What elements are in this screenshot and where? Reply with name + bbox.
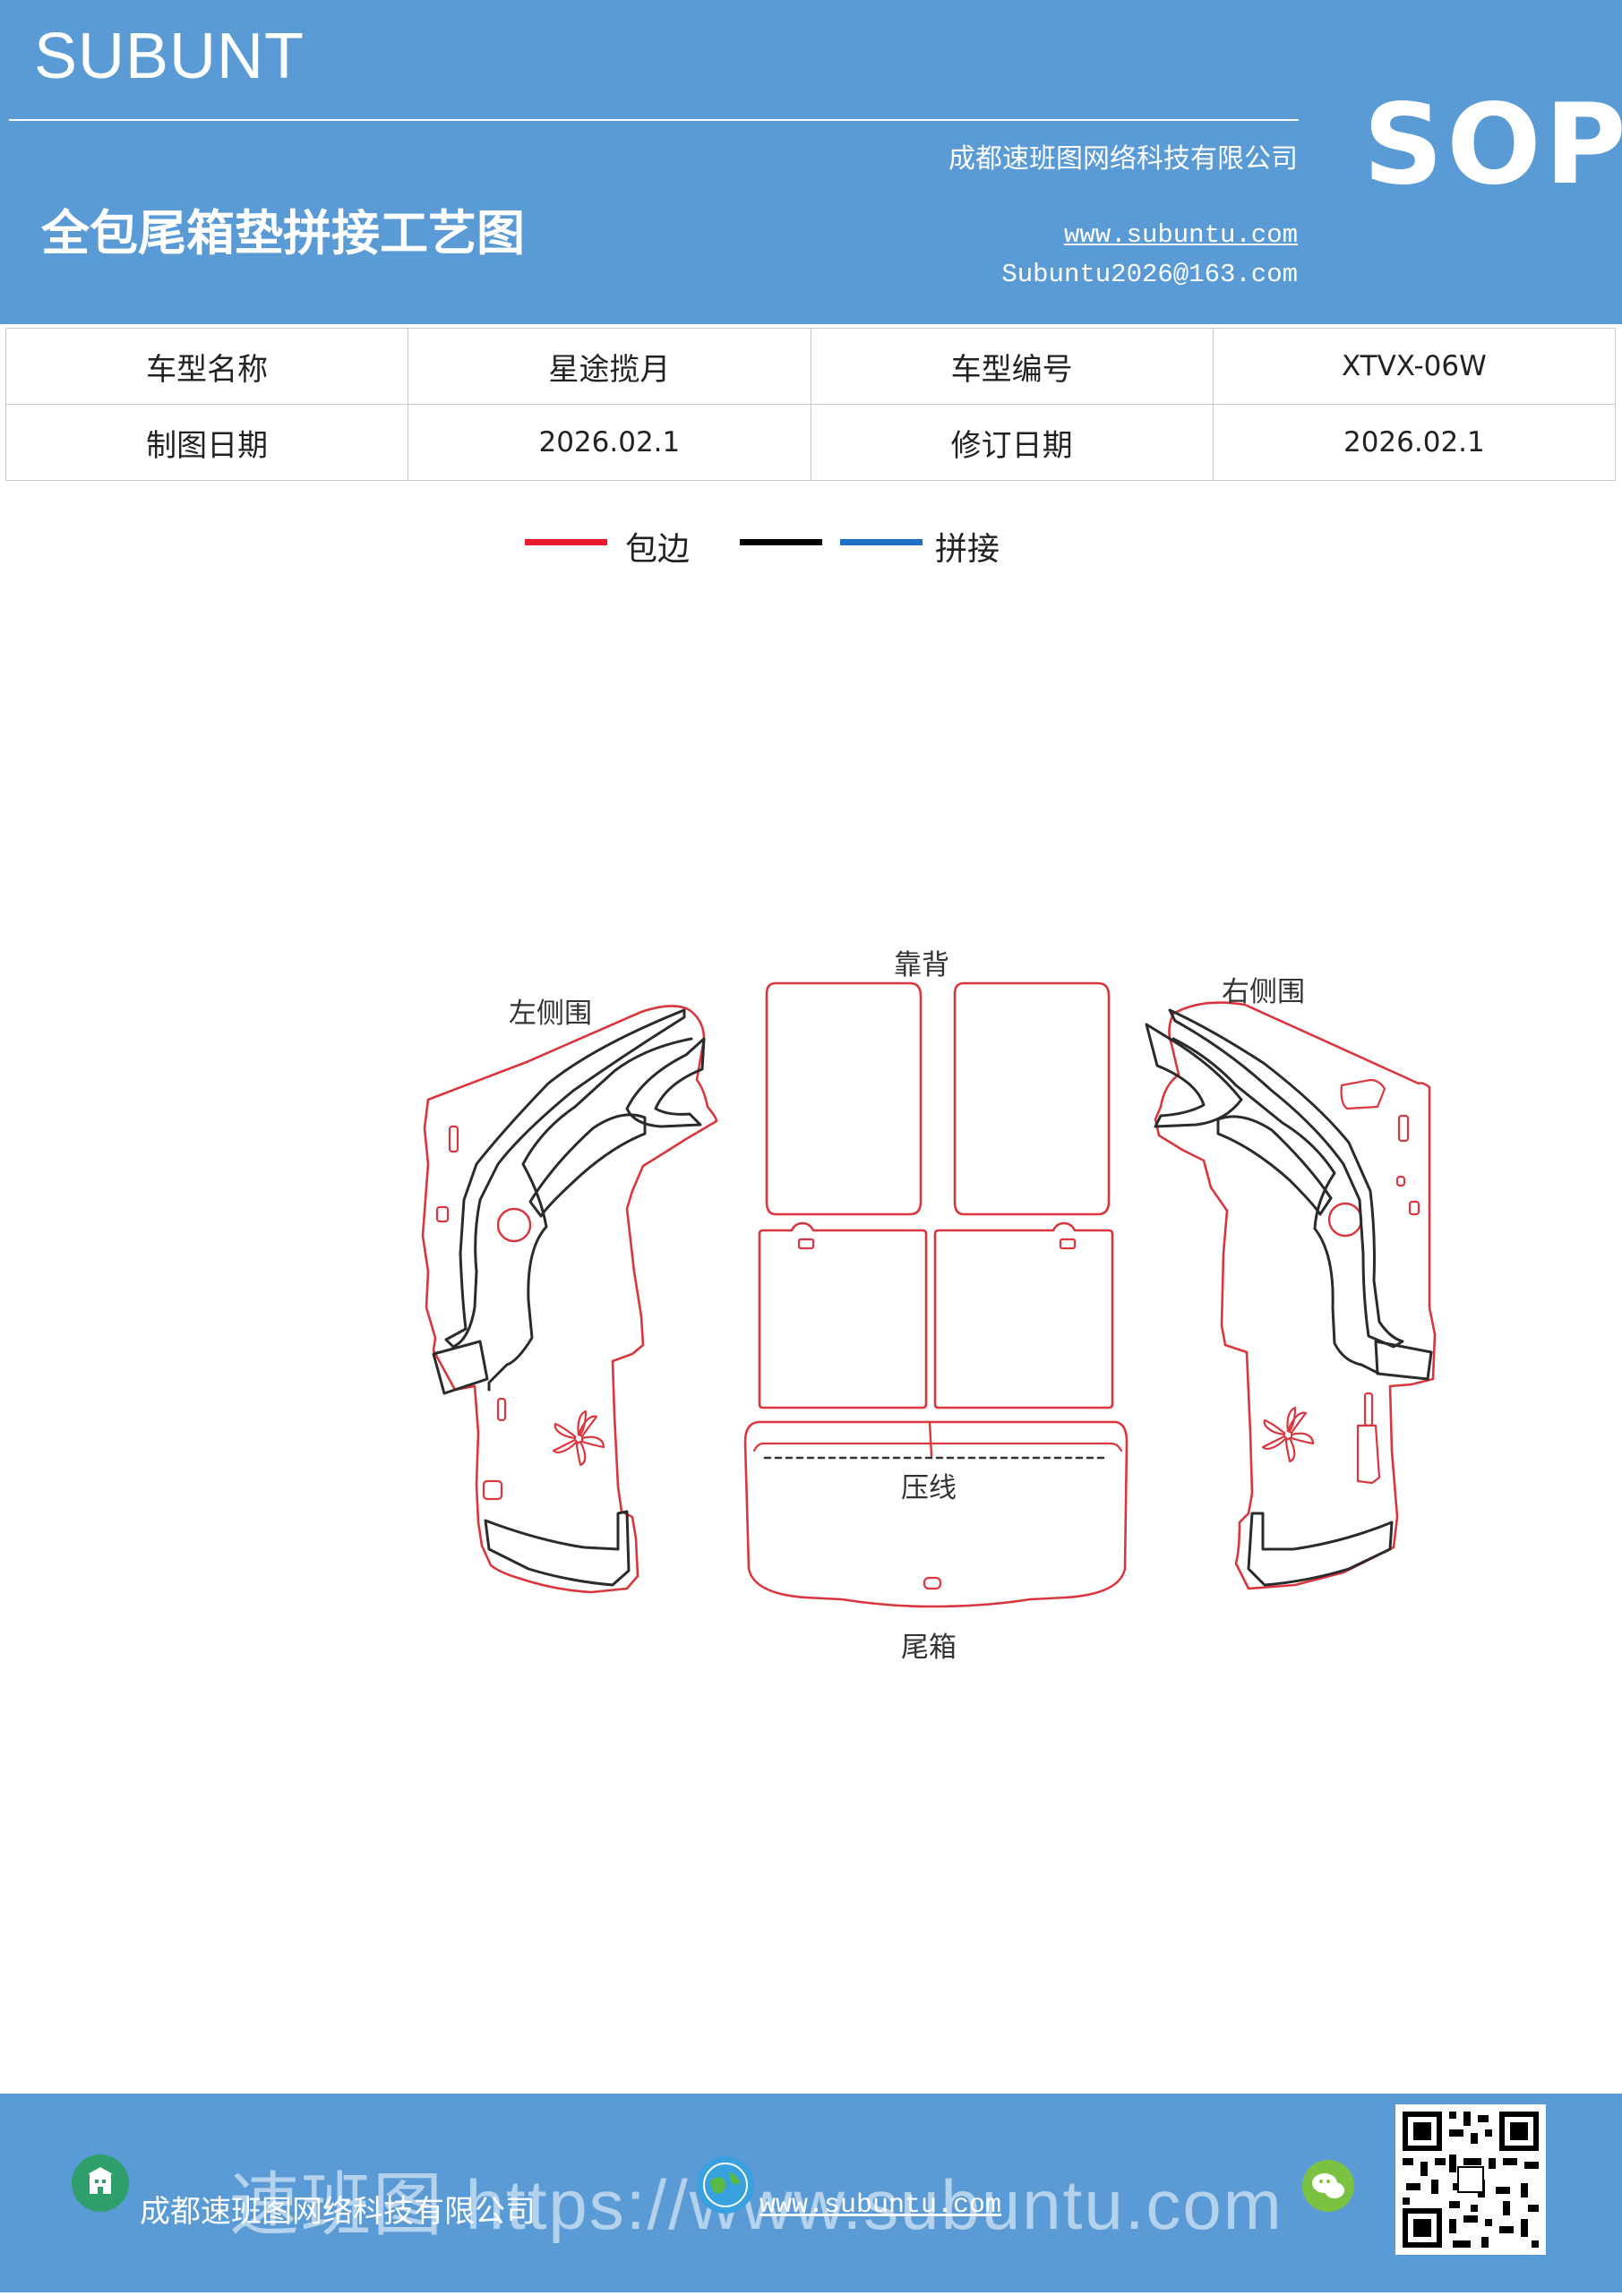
left-side-panel — [421, 1005, 718, 1594]
model-name-value: 星途揽月 — [408, 328, 811, 405]
backrest-panel-left — [765, 981, 923, 1216]
sop-badge: SOP — [1363, 81, 1622, 210]
header-company-name: 成都速班图网络科技有限公司 — [948, 143, 1298, 175]
legend-swatch-edge — [525, 539, 607, 545]
footer-website-link[interactable]: www.subuntu.com — [760, 2190, 1002, 2221]
backrest-panel-right — [953, 981, 1111, 1216]
model-name-label: 车型名称 — [4, 328, 409, 405]
wechat-icon — [1302, 2160, 1354, 2212]
legend-label-seam: 拼接 — [935, 531, 1000, 568]
left-vent-icon — [552, 1409, 605, 1467]
header-divider — [9, 119, 1299, 121]
label-left-side: 左侧围 — [509, 998, 592, 1030]
header-website-link[interactable]: www.subuntu.com — [1063, 220, 1298, 250]
model-code-value: XTVX-06W — [1212, 328, 1617, 405]
table-row: 制图日期 2026.02.1 修订日期 2026.02.1 — [4, 404, 1617, 481]
legend-swatch-seam-blue — [840, 539, 923, 545]
qr-code[interactable] — [1395, 2104, 1546, 2255]
globe-icon — [697, 2156, 754, 2214]
footer-company-name: 成都速班图网络科技有限公司 — [140, 2194, 536, 2230]
revise-date-label: 修订日期 — [810, 404, 1214, 481]
qr-code-icon — [1403, 2112, 1539, 2248]
label-crease: 压线 — [901, 1472, 957, 1504]
right-side-panel — [1145, 1001, 1437, 1590]
footer-watermark: 速班图 https://www.subuntu.com — [229, 2165, 1283, 2244]
legend-swatch-seam-black — [740, 539, 822, 545]
label-trunk: 尾箱 — [901, 1632, 957, 1664]
revise-date-value: 2026.02.1 — [1212, 404, 1617, 481]
legend-label-edge: 包边 — [625, 531, 691, 568]
brand-logo-text: SUBUNT — [34, 21, 305, 92]
seat-panel-right — [933, 1221, 1114, 1409]
draw-date-label: 制图日期 — [4, 404, 409, 481]
line-legend: 包边 拼接 — [0, 525, 1622, 578]
right-vent-icon — [1261, 1406, 1315, 1463]
footer-banner: 速班图 https://www.subuntu.com 成都速班图网络科技有限公… — [0, 2094, 1622, 2292]
building-icon — [72, 2155, 129, 2212]
label-backrest: 靠背 — [894, 949, 949, 981]
label-right-side: 右侧围 — [1222, 976, 1305, 1008]
document-title: 全包尾箱垫拼接工艺图 — [41, 204, 525, 261]
header-email[interactable]: Subuntu2026@163.com — [1001, 260, 1298, 289]
seat-panel-left — [758, 1221, 928, 1409]
trunk-floor-panel — [743, 1420, 1129, 1608]
table-row: 车型名称 星途揽月 车型编号 XTVX-06W — [4, 328, 1617, 405]
vehicle-info-table: 车型名称 星途揽月 车型编号 XTVX-06W 制图日期 2026.02.1 修… — [4, 328, 1617, 481]
model-code-label: 车型编号 — [810, 328, 1214, 405]
draw-date-value: 2026.02.1 — [408, 404, 811, 481]
header-banner: SUBUNT SOP 全包尾箱垫拼接工艺图 成都速班图网络科技有限公司 www.… — [0, 0, 1622, 324]
